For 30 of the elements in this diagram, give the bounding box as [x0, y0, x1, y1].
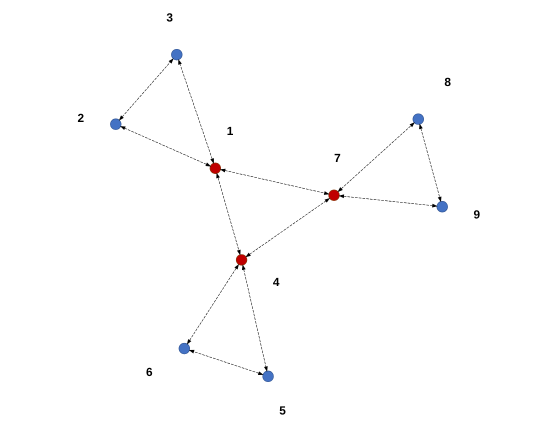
- node-circle: [436, 201, 448, 212]
- arrow: [242, 264, 268, 372]
- arrow: [118, 58, 174, 121]
- node-circle: [236, 254, 248, 266]
- arrow: [419, 124, 442, 202]
- node-label: 6: [146, 364, 153, 379]
- node-label: 8: [444, 74, 452, 89]
- arrow: [120, 126, 212, 166]
- node-circle: [210, 162, 221, 174]
- node-circle: [110, 118, 122, 130]
- node-label: 3: [166, 10, 173, 25]
- node-label: 2: [77, 110, 84, 125]
- node-label: 5: [279, 403, 286, 418]
- arrow: [216, 172, 241, 256]
- node-label: 1: [226, 124, 234, 138]
- arrow: [337, 122, 415, 192]
- arrow: [245, 198, 330, 258]
- arrow: [178, 59, 214, 164]
- node-circle: [412, 113, 424, 125]
- node-label: 7: [334, 151, 341, 166]
- arrow: [338, 194, 438, 208]
- node-label: 4: [272, 275, 280, 290]
- node-circle: [262, 370, 274, 382]
- node-circle: [328, 190, 340, 201]
- arrow: [186, 264, 239, 345]
- arrow: [220, 168, 330, 195]
- arrow: [188, 350, 264, 375]
- node-circle: [178, 342, 190, 354]
- node-circle: [171, 49, 182, 60]
- node-label: 9: [474, 207, 480, 222]
